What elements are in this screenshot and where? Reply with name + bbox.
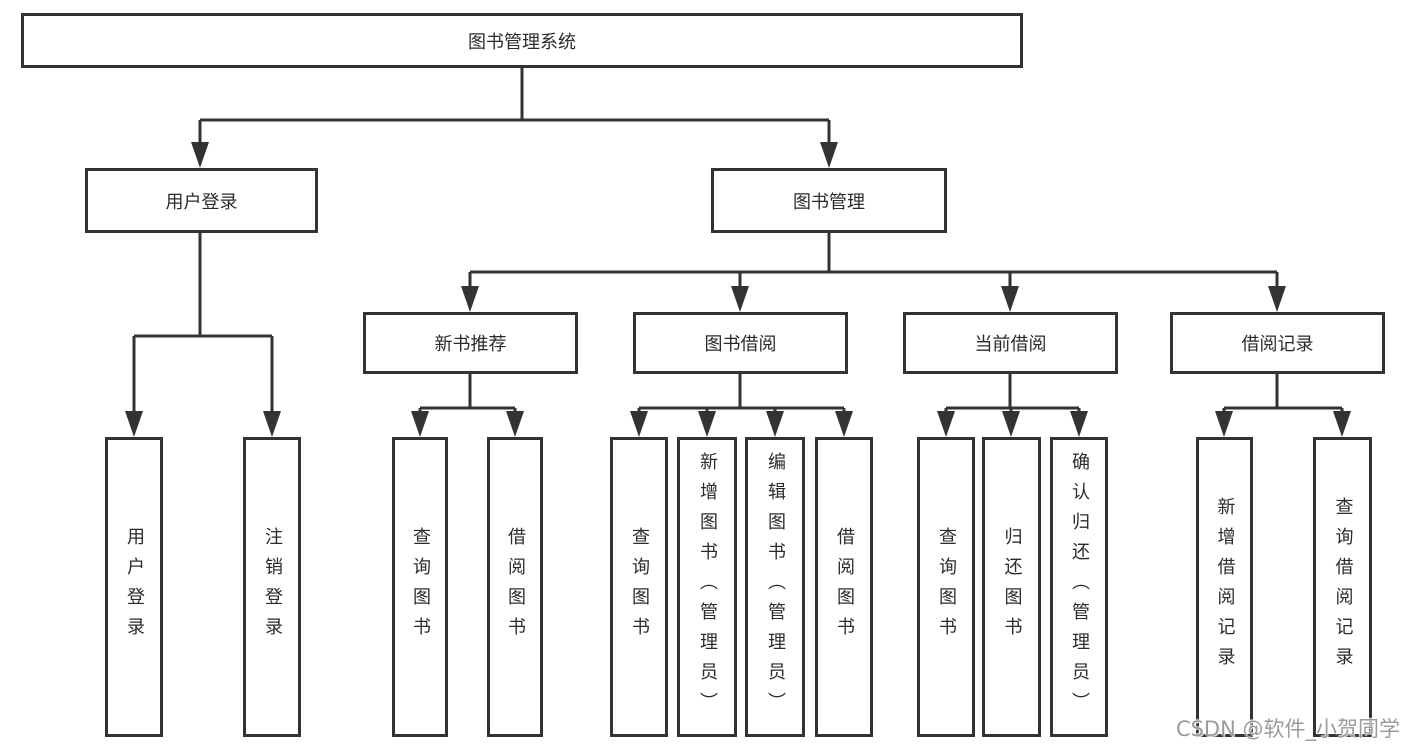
node-book-borrow: 图书借阅 [633, 312, 848, 374]
leaf-label: 用户登录 [124, 527, 145, 647]
leaf-label: 确认归还（管理员） [1069, 452, 1090, 722]
arrowhead [506, 411, 524, 437]
arrowhead [698, 411, 716, 437]
csdn-watermark: CSDN @软件_小贺同学 [1175, 717, 1400, 741]
leaf-user-login: 用户登录 [105, 437, 163, 737]
arrowhead [766, 411, 784, 437]
arrowhead [731, 286, 749, 312]
node-current-borrow: 当前借阅 [903, 312, 1118, 374]
node-book-management: 图书管理 [711, 168, 947, 233]
leaf-label: 注销登录 [262, 527, 283, 647]
leaf-query-borrow-record: 查询借阅记录 [1313, 437, 1372, 737]
arrowhead [263, 411, 281, 437]
leaf-label: 查询借阅记录 [1332, 497, 1354, 677]
leaf-label: 借阅图书 [505, 527, 526, 647]
node-user-login: 用户登录 [85, 168, 318, 233]
connector-new-book-recommend-to-leaves [418, 374, 517, 413]
connector-book-borrow-to-leaves [637, 374, 846, 413]
arrowhead [191, 142, 209, 168]
leaf-logout: 注销登录 [243, 437, 301, 737]
leaf-query-books-current: 查询图书 [917, 437, 975, 737]
arrowhead [630, 411, 648, 437]
arrowhead [1070, 411, 1088, 437]
arrowhead [411, 411, 429, 437]
leaf-borrow-books-recommend: 借阅图书 [487, 437, 543, 737]
leaf-edit-book-admin: 编辑图书（管理员） [745, 437, 805, 737]
arrowhead [835, 411, 853, 437]
leaf-label: 查询图书 [629, 527, 650, 647]
node-new-book-recommend: 新书推荐 [363, 312, 578, 374]
leaf-query-books-borrow: 查询图书 [610, 437, 668, 737]
arrowhead [1001, 286, 1019, 312]
node-borrow-records: 借阅记录 [1170, 312, 1385, 374]
arrowhead [1002, 411, 1020, 437]
arrowhead [1215, 411, 1233, 437]
arrowhead [1268, 286, 1286, 312]
leaf-add-book-admin: 新增图书（管理员） [677, 437, 737, 737]
leaf-label: 新增借阅记录 [1214, 497, 1236, 677]
connector-book-management-to-level3 [468, 233, 1279, 288]
leaf-label: 新增图书（管理员） [697, 452, 718, 722]
connector-user-login-to-leaves [132, 233, 274, 413]
arrowhead [820, 142, 838, 168]
leaf-label: 查询图书 [936, 527, 957, 647]
connector-current-borrow-to-leaves [944, 374, 1081, 413]
leaf-query-books-recommend: 查询图书 [392, 437, 448, 737]
leaf-label: 归还图书 [1001, 527, 1023, 647]
leaf-label: 查询图书 [410, 527, 431, 647]
leaf-add-borrow-record: 新增借阅记录 [1196, 437, 1253, 737]
arrowhead [1333, 411, 1351, 437]
leaf-return-book: 归还图书 [982, 437, 1041, 737]
arrowhead [461, 286, 479, 312]
arrowhead [937, 411, 955, 437]
node-root-library-management-system: 图书管理系统 [21, 13, 1023, 68]
connector-root-to-level2 [198, 68, 831, 144]
leaf-borrow-books: 借阅图书 [815, 437, 873, 737]
leaf-confirm-return-admin: 确认归还（管理员） [1050, 437, 1108, 737]
arrowhead [125, 411, 143, 437]
leaf-label: 借阅图书 [834, 527, 855, 647]
connector-borrow-records-to-leaves [1222, 374, 1344, 413]
leaf-label: 编辑图书（管理员） [765, 452, 786, 722]
